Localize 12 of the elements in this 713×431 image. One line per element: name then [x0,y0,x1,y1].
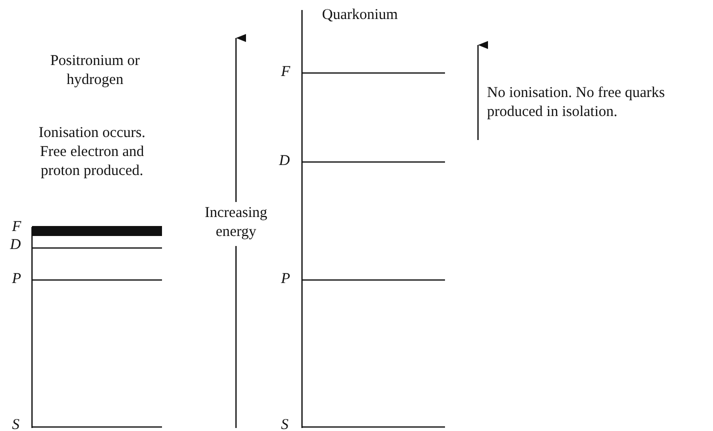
note-text: No ionisation. No free quarks produced in isolation. [487,84,666,122]
panel-heading: Positronium or hydrogen [49,52,141,90]
note-text: Ionisation occurs. Free electron and proton produced. [38,124,146,181]
level-letter: P [281,270,290,289]
level-letter: F [281,63,290,82]
level-letter: S [12,416,20,431]
level-letter: S [281,416,288,431]
level-letter: F [12,218,22,237]
panel-heading: Quarkonium [322,6,398,25]
level-letter: P [12,270,22,289]
level-letter: D [10,236,21,255]
level-letter: D [279,152,290,171]
